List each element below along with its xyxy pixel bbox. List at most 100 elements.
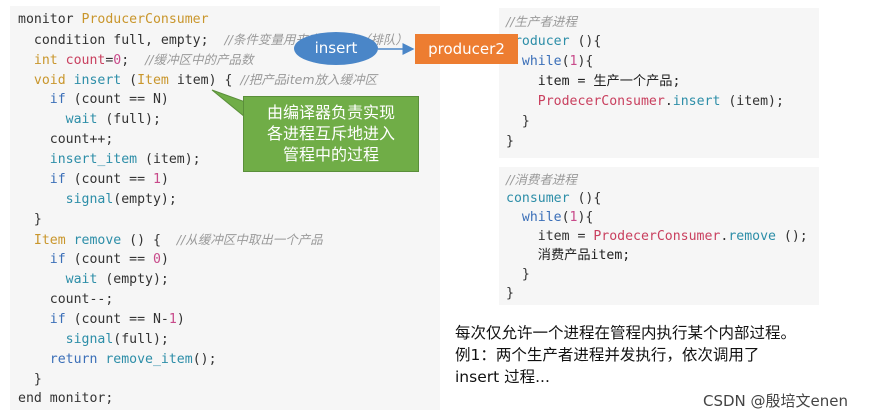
kw-if: if: [18, 252, 66, 267]
code-line-12: Item remove () { //从缓冲区中取出一个产品: [18, 230, 323, 251]
args: (empty);: [113, 192, 177, 207]
producer-line-4: ProdecerConsumer.insert (item);: [506, 92, 784, 112]
csdn-watermark: CSDN @殷培文enen: [703, 392, 849, 410]
num: 0: [152, 252, 161, 267]
desc-line-1: 每次仅允许一个进程在管程内执行某个内部过程。: [455, 324, 797, 342]
fn-remove-item: remove_item: [105, 352, 193, 367]
comment: //把产品item放入缓冲区: [240, 72, 378, 87]
brace: }: [506, 134, 514, 149]
code-line-14: wait (empty);: [18, 270, 169, 290]
code-line-1: monitor ProducerConsumer: [18, 10, 209, 30]
brace: }: [506, 286, 514, 301]
kw-return: return: [18, 352, 106, 367]
code-line-19: }: [18, 370, 42, 390]
code-line-10: signal(empty);: [18, 190, 177, 210]
fn-signal: signal: [65, 192, 114, 207]
code-line-18: return remove_item();: [18, 350, 217, 370]
monitor-name: ProducerConsumer: [81, 12, 209, 27]
fn-remove: remove: [73, 233, 122, 248]
producer-code-panel: [499, 8, 819, 158]
consumer-line-4: 消费产品item;: [506, 246, 630, 266]
producer-comment: //生产者进程: [506, 12, 577, 33]
code-line-9: if (count == 1): [18, 170, 169, 190]
brace: }: [18, 372, 42, 387]
var-count: count: [65, 53, 106, 68]
kw-if: if: [18, 92, 66, 107]
producer-line-1: producer (){: [506, 32, 601, 52]
type-item: Item: [18, 233, 74, 248]
cond: (count ==: [65, 252, 153, 267]
punct: (){: [569, 191, 602, 206]
kw-monitor: monitor: [18, 12, 82, 27]
num: 1: [152, 172, 161, 187]
consumer-line-1: consumer (){: [506, 189, 601, 209]
fn-insert: insert: [672, 94, 721, 109]
kw-while: while: [506, 210, 562, 225]
num: 1: [569, 210, 578, 225]
args: ();: [775, 229, 808, 244]
consumer-code-panel: [499, 167, 819, 305]
code-line-8: insert_item (item);: [18, 150, 201, 170]
brace: }: [506, 114, 530, 129]
stmt: 消费产品item;: [506, 248, 631, 263]
stmt: count++;: [18, 132, 114, 147]
consumer-line-2: while(1){: [506, 208, 594, 228]
punct: (: [561, 54, 570, 69]
fn-signal: signal: [65, 332, 114, 347]
punct: .: [720, 229, 729, 244]
callout-line-1: 由编译器负责实现: [266, 103, 395, 122]
punct: .: [664, 94, 673, 109]
args: (full);: [97, 112, 161, 127]
brace: }: [18, 212, 42, 227]
fn-producer: producer: [506, 34, 570, 49]
op: =: [105, 53, 114, 68]
type-item: Item: [137, 73, 169, 88]
code-line-16: if (count == N-1): [18, 310, 185, 330]
producer-line-2: while(1){: [506, 52, 594, 72]
punct: ){: [577, 54, 594, 69]
kw-while: while: [506, 54, 562, 69]
desc-line-3: insert 过程...: [455, 368, 550, 386]
callout-line-2: 各进程互斥地进入: [266, 124, 395, 143]
fn-insert-item: insert_item: [49, 152, 138, 167]
comment: //缓冲区中的产品数: [145, 52, 254, 67]
fn-remove: remove: [728, 229, 776, 244]
condition-decl: condition full, empty;: [18, 33, 225, 48]
num: 0: [113, 53, 122, 68]
code-line-4: void insert (Item item) { //把产品item放入缓冲区: [18, 70, 377, 91]
comment: //消费者进程: [506, 172, 577, 187]
desc-line-2: 例1：两个生产者进程并发执行，依次调用了: [455, 346, 760, 364]
code-line-17: signal(full);: [18, 330, 169, 350]
punct: ): [176, 312, 185, 327]
args: (empty);: [97, 272, 169, 287]
monitor-ref: ProdecerConsumer: [537, 94, 665, 109]
code-line-11: }: [18, 210, 42, 230]
num: 1: [569, 54, 578, 69]
brace: }: [506, 267, 530, 282]
consumer-line-6: }: [506, 284, 514, 304]
punct: (: [121, 73, 138, 88]
consumer-line-5: }: [506, 265, 530, 285]
punct: ): [160, 252, 169, 267]
punct: ){: [577, 210, 594, 225]
producer-line-3: item = 生产一个产品;: [506, 72, 681, 92]
producer-line-5: }: [506, 112, 530, 132]
stmt: item =: [506, 229, 594, 244]
punct: () {: [121, 233, 177, 248]
description-text: 每次仅允许一个进程在管程内执行某个内部过程。 例1：两个生产者进程并发执行，依次…: [455, 322, 875, 388]
code-line-5: if (count == N): [18, 90, 169, 110]
stmt: count--;: [18, 292, 114, 307]
punct: (: [561, 210, 570, 225]
monitor-ref: ProdecerConsumer: [593, 229, 721, 244]
fn-consumer: consumer: [506, 191, 570, 206]
code-line-20: end monitor;: [18, 389, 113, 409]
punct: (){: [569, 34, 602, 49]
punct: ();: [192, 352, 217, 367]
comment: //生产者进程: [506, 14, 577, 29]
cond: (count ==: [65, 172, 153, 187]
cond: (count == N-: [65, 312, 169, 327]
code-line-3: int count=0; //缓冲区中的产品数: [18, 50, 254, 71]
type-void: void: [18, 73, 74, 88]
args: (full);: [113, 332, 169, 347]
consumer-comment: //消费者进程: [506, 170, 577, 191]
